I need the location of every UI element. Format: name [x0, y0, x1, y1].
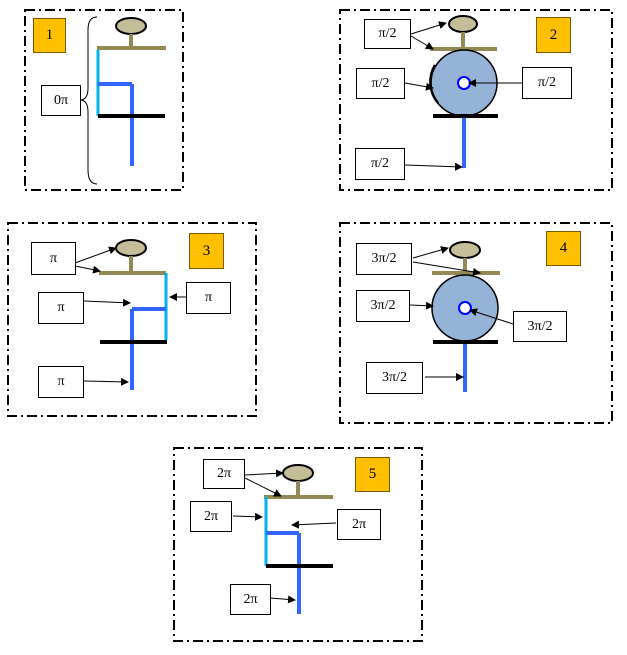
- axis-ring: [457, 76, 471, 90]
- panel-5-label-knob: 2π: [203, 459, 245, 489]
- panel-2-number: 2: [536, 17, 571, 53]
- panel-2-mechanism: [404, 15, 522, 171]
- brace: [79, 16, 98, 185]
- knob: [115, 239, 147, 257]
- panel-4-number: 4: [546, 231, 581, 266]
- panel-4-label-axis: 3π/2: [513, 311, 567, 342]
- panel-4-mechanism: [409, 241, 514, 392]
- panel-4-label-disc-left: 3π/2: [356, 290, 410, 322]
- panel-2-frame: [339, 9, 613, 191]
- panel-1-phase-label: 0π: [41, 85, 81, 116]
- panel-1-number: 1: [33, 18, 66, 53]
- knob: [448, 15, 478, 33]
- panel-3-label-upper: π: [38, 292, 84, 324]
- panel-5-number: 5: [355, 457, 390, 492]
- panel-3-mechanism: [74, 239, 200, 390]
- panel-3-number: 3: [189, 233, 224, 269]
- panel-4-label-lower: 3π/2: [366, 362, 423, 394]
- panel-4-label-knob: 3π/2: [356, 243, 412, 275]
- panel-2-label-knob: π/2: [364, 19, 411, 49]
- panel-4-frame: [339, 222, 613, 424]
- knob: [115, 17, 147, 35]
- panel-1-frame: [24, 9, 184, 191]
- panel-5-mechanism: [232, 464, 337, 614]
- knob: [282, 464, 314, 482]
- knob: [449, 241, 481, 259]
- panel-1-mechanism: [79, 16, 166, 185]
- panel-2-label-disc-left: π/2: [356, 68, 405, 99]
- panel-3-frame: [7, 222, 257, 417]
- panel-5-frame: [173, 447, 423, 642]
- panel-3-label-lower: π: [38, 366, 84, 398]
- panel-2-label-axis: π/2: [522, 67, 572, 99]
- panel-5-label-side: 2π: [337, 509, 381, 540]
- panel-5-label-upper: 2π: [190, 501, 232, 532]
- panel-3-label-knob: π: [31, 242, 76, 275]
- panel-2-label-lower: π/2: [355, 148, 405, 180]
- axis-ring: [458, 301, 472, 315]
- panel-3-label-side: π: [186, 282, 231, 314]
- panel-5-label-lower: 2π: [230, 584, 271, 615]
